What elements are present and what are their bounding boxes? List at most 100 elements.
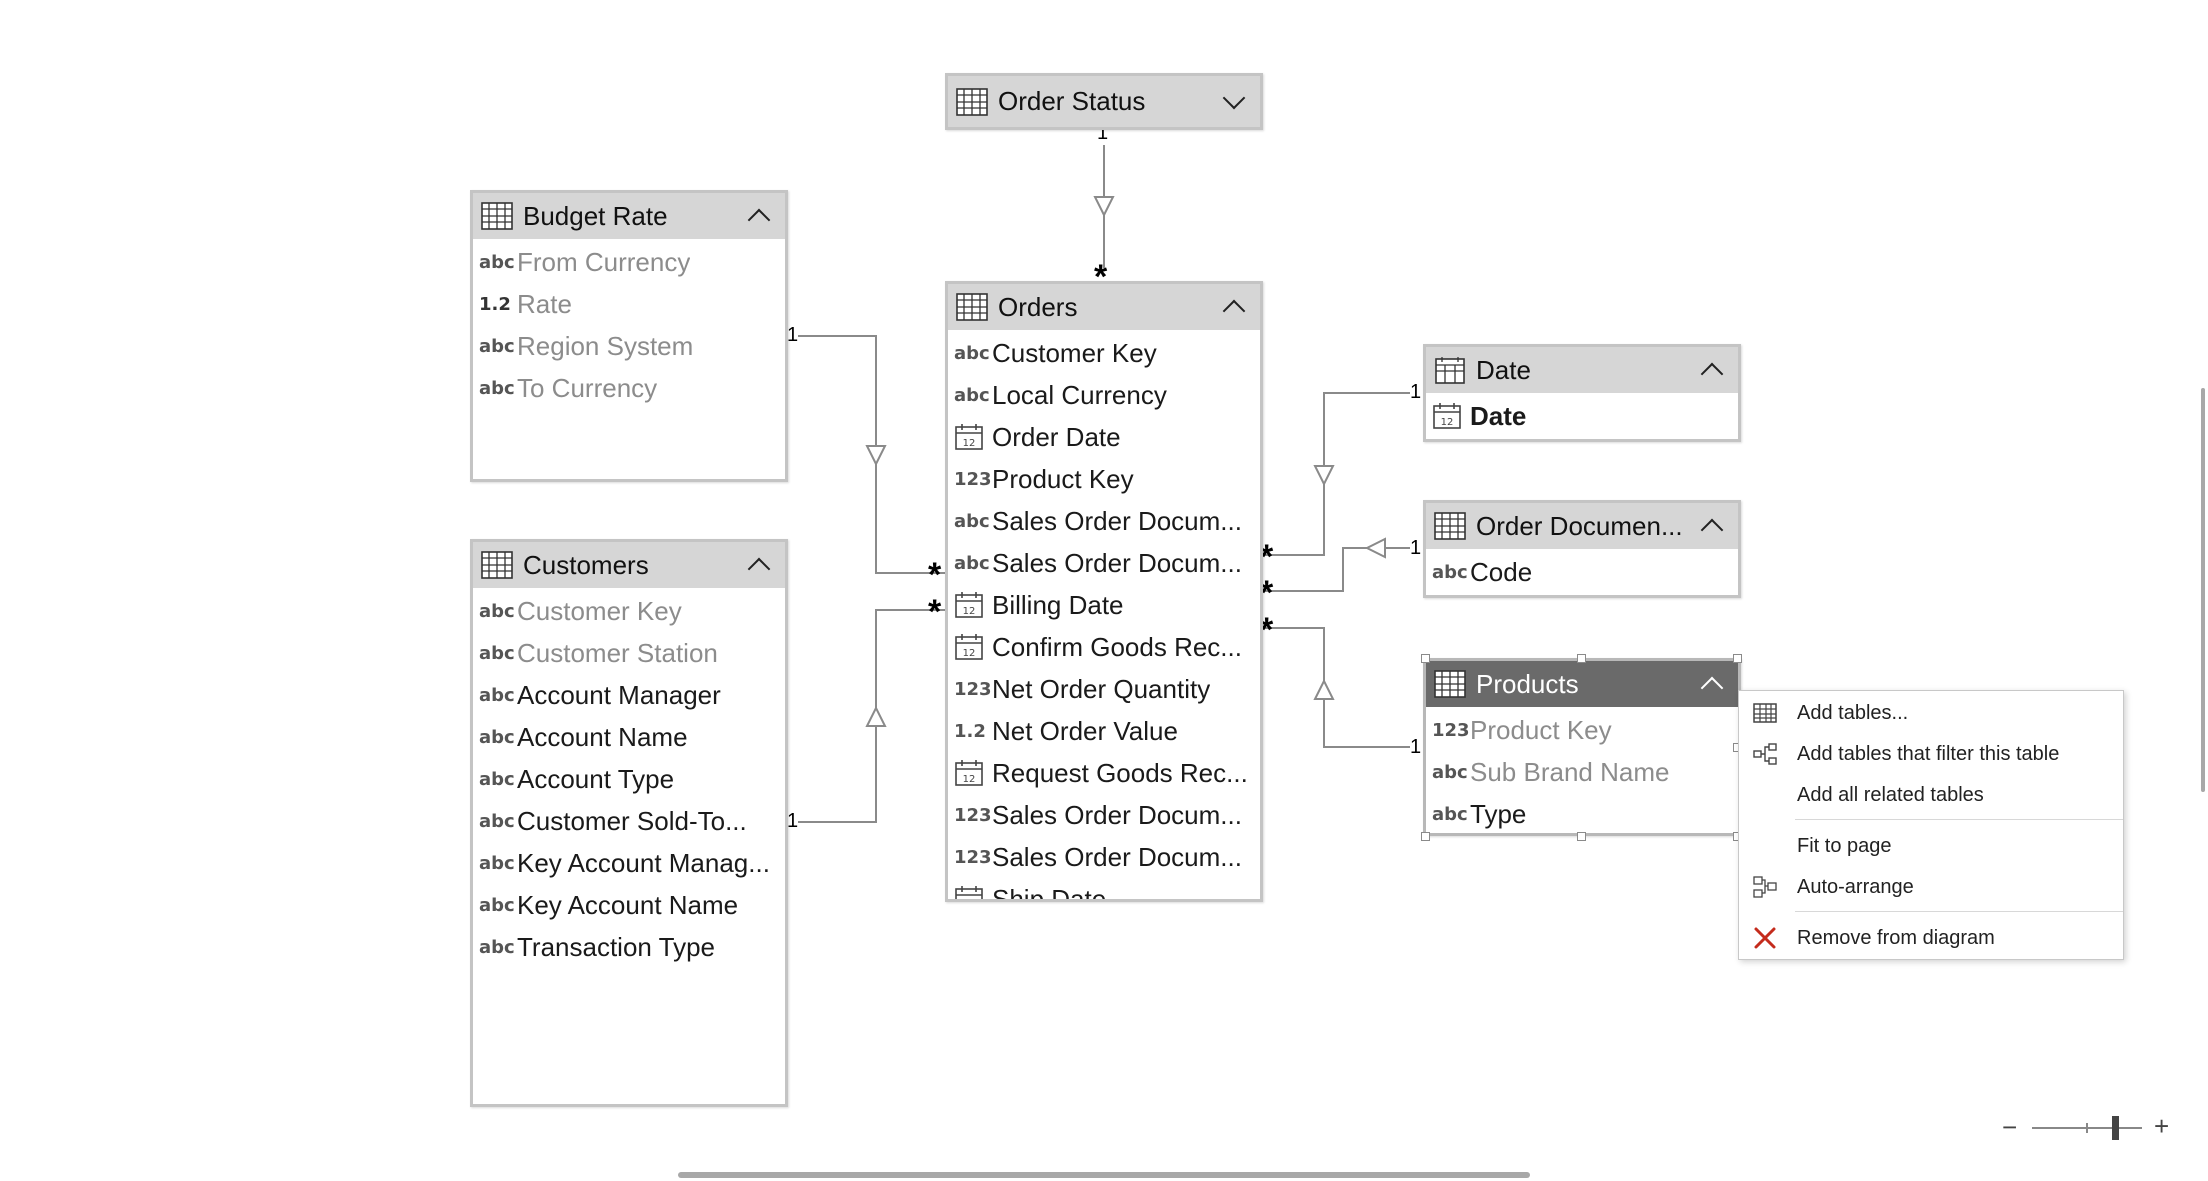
column-name: Sales Order Docum...	[992, 799, 1242, 830]
table-header[interactable]: Order Documen...	[1426, 503, 1738, 549]
type-badge: abc	[479, 335, 515, 357]
vertical-scrollbar[interactable]	[2201, 388, 2205, 792]
menu-item-add-tables[interactable]: Add tables...	[1739, 693, 2123, 733]
menu-item-label: Add tables...	[1797, 701, 1909, 724]
expand-chevron-icon[interactable]	[1222, 86, 1246, 109]
table-header[interactable]: Date	[1426, 347, 1738, 393]
collapse-chevron-icon[interactable]	[1222, 299, 1246, 323]
table-header[interactable]: Order Status	[948, 76, 1260, 127]
calendar-icon: 12	[955, 886, 983, 899]
menu-item-fit-to-page[interactable]: Fit to page	[1739, 826, 2123, 866]
type-badge: abc	[479, 726, 515, 748]
type-badge: abc	[479, 768, 515, 790]
collapse-chevron-icon[interactable]	[747, 557, 771, 581]
remove-icon	[1754, 927, 1776, 949]
menu-item-add-related[interactable]: Add all related tables	[1739, 775, 2123, 815]
column-name: Net Order Value	[992, 715, 1178, 746]
column-row[interactable]: 12Ship Date	[948, 878, 1260, 899]
arrow-date	[1313, 465, 1335, 487]
table-header[interactable]: Orders	[948, 284, 1260, 330]
column-row[interactable]: 12 Date	[1426, 395, 1738, 437]
type-badge: abc	[954, 510, 990, 532]
zoom-out-button[interactable]: −	[2002, 1112, 2018, 1142]
menu-item-remove[interactable]: Remove from diagram	[1739, 918, 2123, 958]
collapse-chevron-icon[interactable]	[1700, 676, 1724, 700]
context-menu: Add tables... Add tables that filter thi…	[1738, 690, 2124, 960]
table-header[interactable]: Products	[1426, 661, 1738, 707]
column-name: Customer Key	[992, 337, 1157, 368]
column-name: Net Order Quantity	[992, 673, 1211, 704]
resize-handle[interactable]	[1421, 654, 1430, 663]
table-title: Order Status	[998, 86, 1146, 116]
column-name: Sales Order Docum...	[992, 841, 1242, 872]
type-badge: abc	[954, 552, 990, 574]
column-name: Customer Key	[517, 595, 682, 626]
table-header[interactable]: Customers	[473, 542, 785, 588]
column-name: Product Key	[1470, 714, 1612, 745]
horizontal-scrollbar[interactable]	[678, 1172, 1530, 1178]
calendar-table-icon	[1435, 357, 1465, 384]
resize-handle[interactable]	[1577, 832, 1586, 841]
collapse-chevron-icon[interactable]	[1700, 518, 1724, 542]
card-many-orders-products: *	[1260, 611, 1274, 649]
zoom-control: − +	[2002, 1111, 2172, 1144]
table-order-status[interactable]: Order Status	[945, 73, 1263, 130]
table-icon	[1434, 512, 1466, 540]
column-name: Sub Brand Name	[1470, 756, 1670, 787]
zoom-slider-thumb[interactable]	[2111, 1116, 2119, 1140]
resize-handle[interactable]	[1421, 832, 1430, 841]
column-name: Billing Date	[992, 589, 1124, 620]
rel-orders-date	[1262, 392, 1420, 556]
column-name: Key Account Name	[517, 889, 739, 920]
collapse-chevron-icon[interactable]	[1700, 362, 1724, 386]
resize-handle[interactable]	[1733, 654, 1742, 663]
zoom-in-button[interactable]: +	[2154, 1111, 2170, 1141]
table-header[interactable]: Budget Rate	[473, 193, 785, 239]
svg-text:12: 12	[1441, 417, 1454, 428]
type-badge: abc	[479, 251, 515, 273]
menu-item-add-filter-tables[interactable]: Add tables that filter this table	[1739, 734, 2123, 774]
column-name: From Currency	[517, 246, 691, 277]
table-date[interactable]: Date 12 Date	[1423, 344, 1741, 442]
menu-item-auto-arrange[interactable]: Auto-arrange	[1739, 867, 2123, 907]
collapse-chevron-icon[interactable]	[747, 208, 771, 232]
resize-handle[interactable]	[1577, 654, 1586, 663]
type-badge: abc	[479, 684, 515, 706]
